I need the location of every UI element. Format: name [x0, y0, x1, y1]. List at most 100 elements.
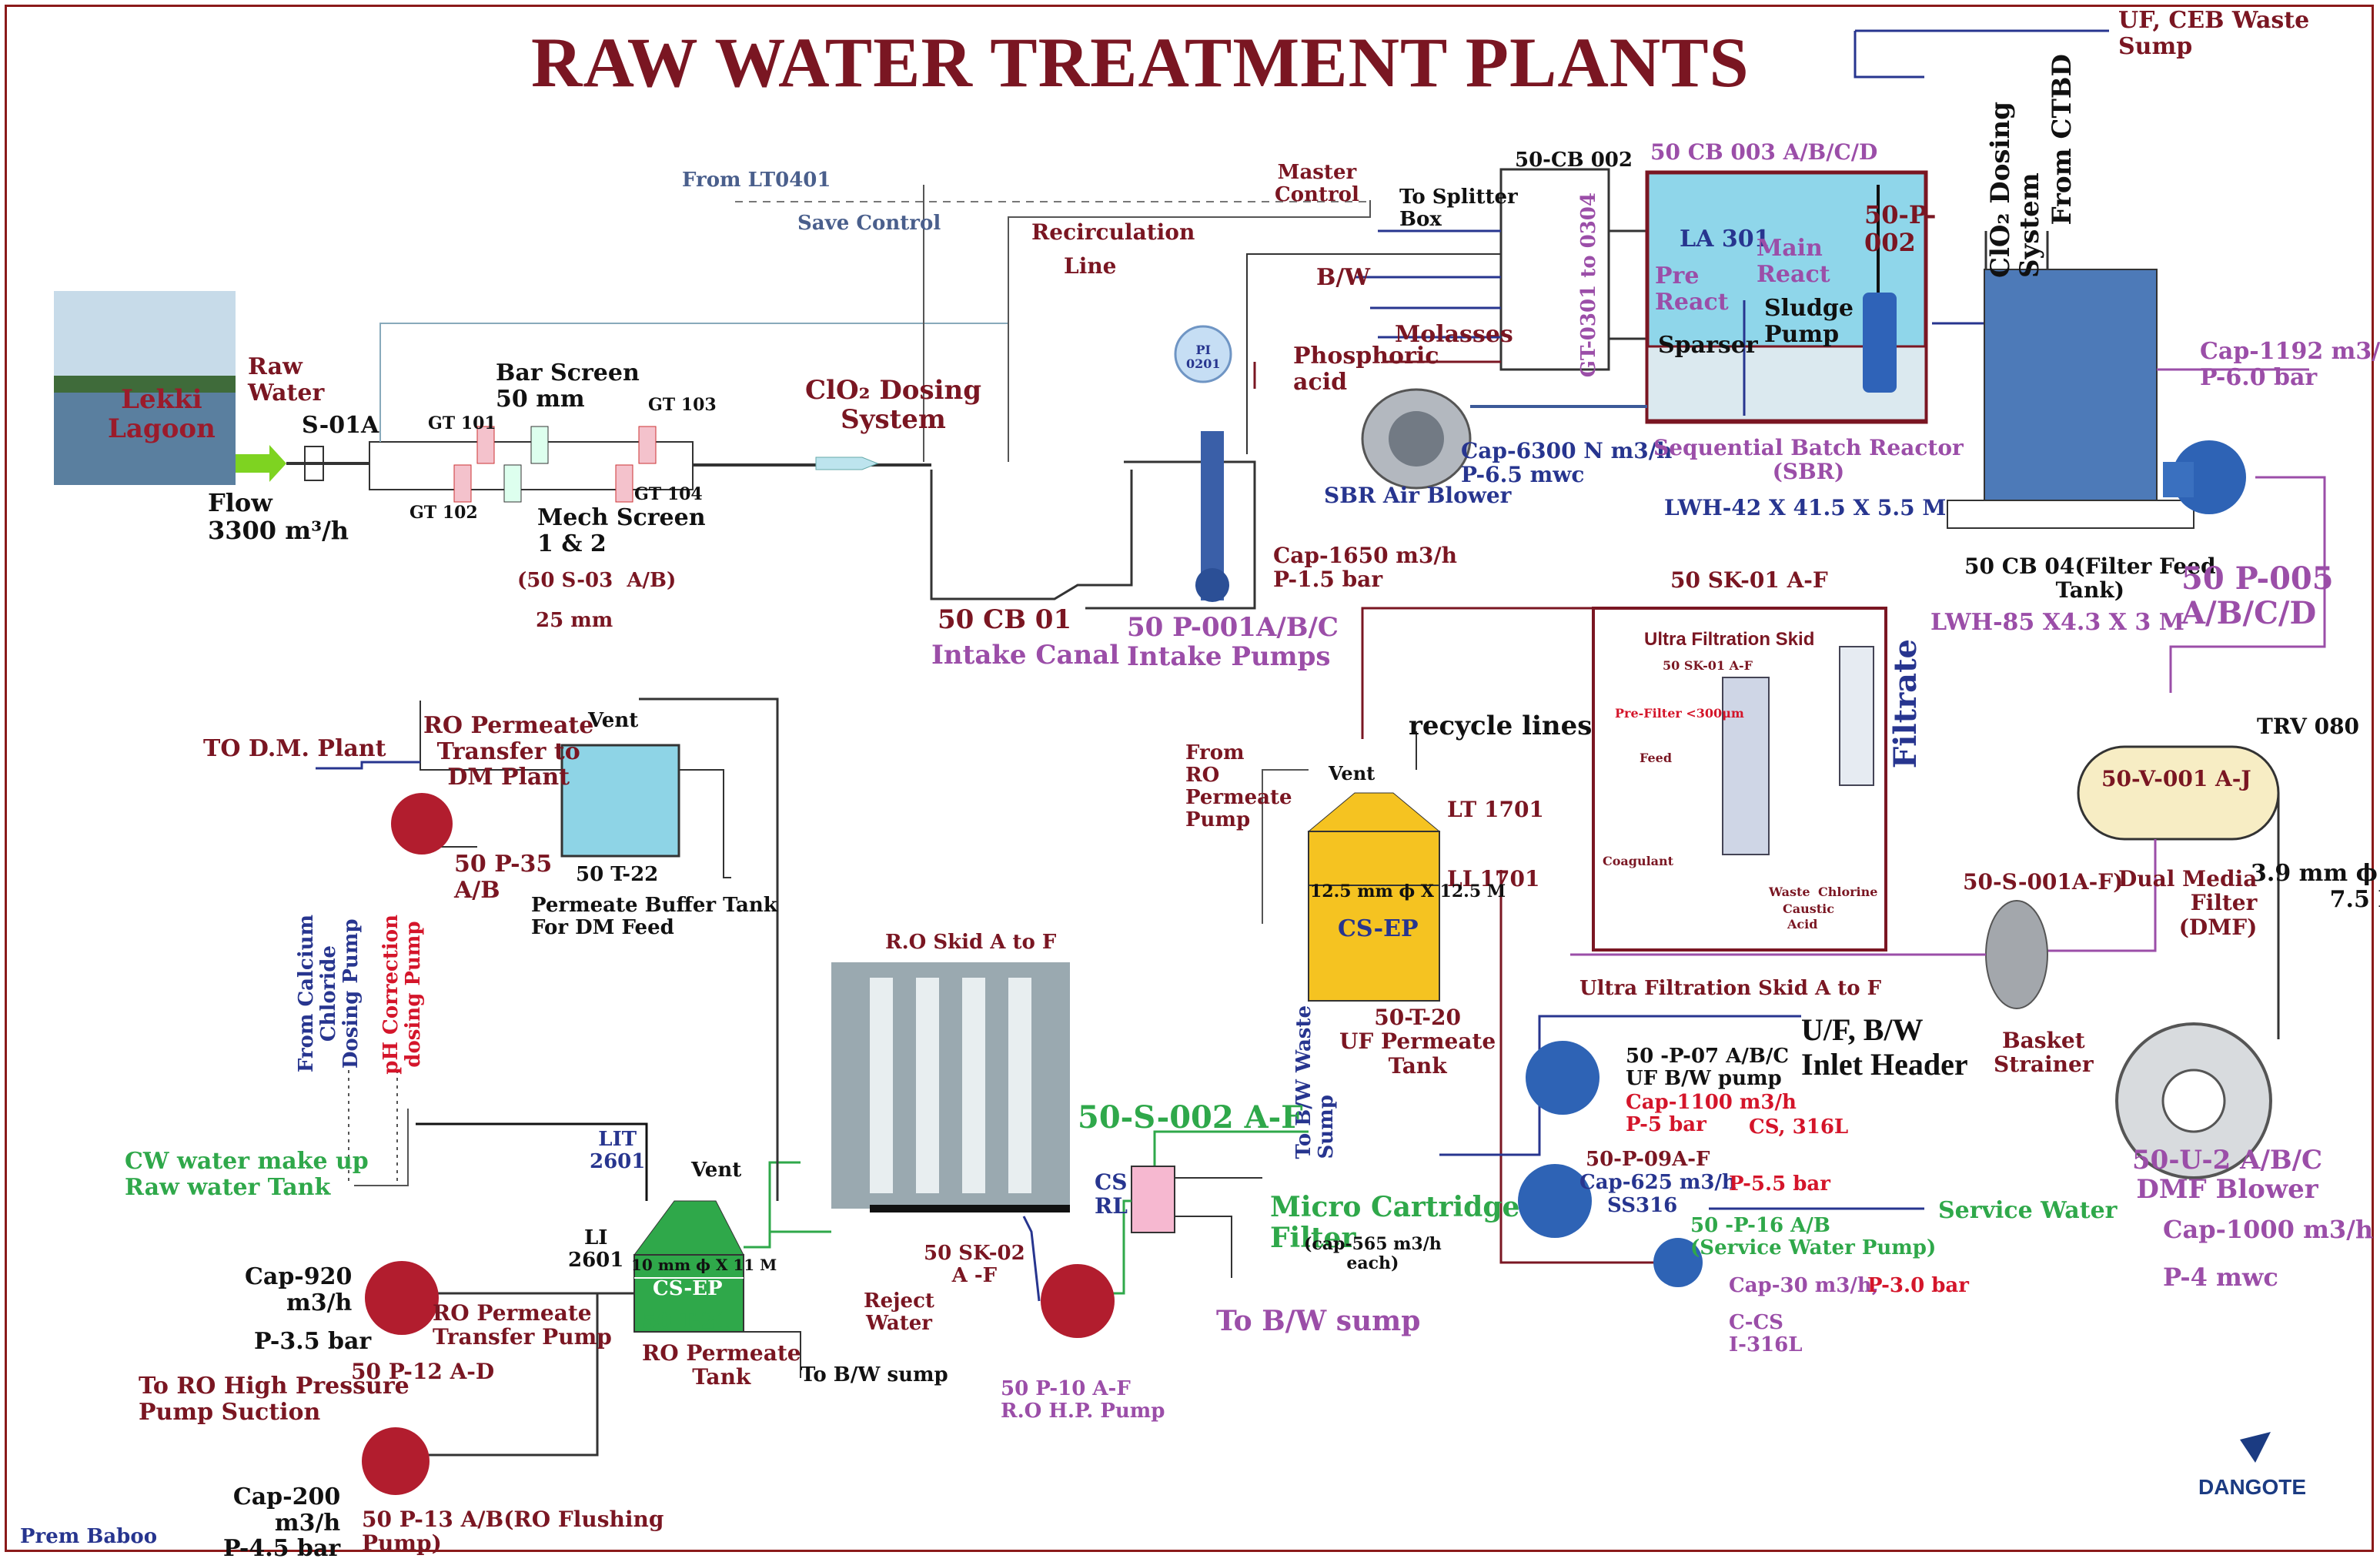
p07-cap-label: Cap-1100 m3/h P-5 bar: [1626, 1091, 1797, 1137]
intake-pump-tag-label: 50 P-001A/B/C: [1127, 612, 1339, 643]
gt0301-label: GT-0301 to 0304: [1577, 192, 1600, 378]
canal-tag-label: 50 CB 01: [938, 604, 1072, 635]
canal-label: Intake Canal: [931, 640, 1120, 671]
pump-50p16: [1653, 1238, 1703, 1287]
ro-cs-ep-label: CS-EP: [653, 1277, 723, 1300]
gt101-label: GT 101: [428, 413, 496, 433]
p09-mat-label: SS316: [1607, 1194, 1678, 1217]
dmf-blower-cap-label: Cap-1000 m3/h: [2163, 1215, 2374, 1244]
cb002-label: 50-CB 002: [1515, 149, 1633, 172]
p16-label: 50 -P-16 A/B (Service Water Pump): [1690, 1214, 1937, 1260]
bw-label: B/W: [1316, 264, 1371, 291]
waste-label: Waste: [1769, 885, 1810, 899]
p005-label: 50 P-005 A/B/C/D: [2181, 560, 2334, 631]
to-bw-sump-label: To B/W sump: [1216, 1305, 1421, 1337]
uf-cs-ep-label: CS-EP: [1338, 915, 1419, 942]
lagoon-label: Lekki Lagoon: [108, 384, 216, 445]
filter-feed-tank: [1984, 269, 2158, 501]
screen-tag-label: (50 S-03 A/B): [517, 569, 677, 592]
line-label: Line: [1064, 253, 1117, 279]
dmf-vessel-label: 50-V-001 A-J: [2101, 766, 2251, 791]
p12-pressure-label: P-3.5 bar: [254, 1328, 372, 1355]
master-control-label: Master Control: [1275, 161, 1359, 207]
p16-mat-label: C-CS I-316L: [1729, 1311, 1803, 1357]
author-label: Prem Baboo: [20, 1525, 158, 1548]
gt104-label: GT 104: [634, 484, 703, 504]
p16-pressure-label: P-3.0 bar: [1867, 1274, 1969, 1297]
cs-rl-label: CS RL: [1095, 1169, 1128, 1219]
calcium-chloride-label: From Calcium Chloride Dosing Pump: [295, 915, 363, 1073]
clo2-dosing-label: ClO₂ Dosing System: [805, 375, 982, 436]
uf-vent-label: Vent: [1329, 762, 1376, 784]
pump-50p07: [1526, 1041, 1599, 1115]
sludge-pump-label: Sludge Pump: [1764, 295, 1854, 348]
from-lt0401-label: From LT0401: [682, 169, 831, 192]
from-ro-permeate-label: From RO Permeate Pump: [1185, 741, 1292, 832]
pump-50p12: [365, 1261, 439, 1335]
micro-cartridge-label: Micro Cartridge Filter: [1270, 1191, 1520, 1255]
pump-50p35: [391, 793, 453, 855]
screen-size-label: 25 mm: [536, 609, 613, 632]
bar-screen-label: Bar Screen 50 mm: [496, 360, 640, 413]
dmf-vessel: [2077, 745, 2280, 841]
intake-canal: [930, 460, 1256, 610]
sbr-blower-label: SBR Air Blower: [1324, 483, 1512, 508]
p07-mat-label: CS, 316L: [1749, 1115, 1849, 1139]
p16-cap-label: Cap-30 m3/h,: [1729, 1274, 1879, 1297]
la301-label: LA 301: [1680, 226, 1770, 253]
dmf-label: Dual Media Filter (DMF): [2118, 866, 2258, 940]
dmf-dims-label: 3.9 mm ϕ X 7.5 M: [2251, 860, 2380, 913]
p09-pressure-label: P-5.5 bar: [1729, 1172, 1830, 1196]
cb003-label: 50 CB 003 A/B/C/D: [1650, 139, 1878, 165]
t21-label: 50 T-21: [642, 1308, 731, 1333]
splitter-box: [1499, 168, 1610, 371]
li1701-label: LI 1701: [1447, 866, 1540, 891]
t22-name-label: Permeate Buffer Tank For DM Feed: [531, 894, 777, 940]
t21-name-label: RO Permeate Tank: [642, 1340, 801, 1390]
pump-50p09: [1518, 1164, 1592, 1238]
uf-permeate-tank: [1308, 831, 1440, 1002]
filtrate-label: Filtrate: [1887, 639, 1924, 769]
ph-correction-label: pH Correction dosing Pump: [379, 915, 426, 1075]
s002-label: 50-S-002 A-F: [1078, 1099, 1303, 1136]
splitter-box-label: To Splitter Box: [1399, 186, 1518, 232]
p12-label: 50 P-12 A-D: [351, 1359, 495, 1384]
gt102-label: GT 102: [409, 503, 478, 523]
ro-tank-roof: [633, 1200, 744, 1256]
basket-strainer: [1985, 900, 2048, 1009]
p09-cap-label: Cap-625 m3/h: [1579, 1171, 1737, 1194]
flow-label: Flow 3300 m³/h: [208, 488, 349, 545]
page-title: RAW WATER TREATMENT PLANTS: [531, 23, 1750, 102]
lit2601-label: LIT 2601: [590, 1128, 646, 1174]
pi-gauge: [1174, 325, 1232, 383]
cb04-size-label: LWH-85 X4.3 X 3 M: [1930, 609, 2184, 636]
pre-react-label: Pre React: [1655, 263, 1729, 316]
mech-screen-label: Mech Screen 1 & 2: [537, 504, 706, 557]
bw-waste-sump-label: To B/W Waste Sump: [1292, 1005, 1339, 1159]
p10-label: 50 P-10 A-F R.O H.P. Pump: [1001, 1377, 1165, 1423]
p005-cap-label: Cap-1192 m3/h P-6.0 bar: [2200, 338, 2380, 391]
page-border: [5, 5, 2374, 1552]
intake-pump-cap-label: Cap-1650 m3/h P-1.5 bar: [1273, 543, 1457, 593]
ro-skid-label: R.O Skid A to F: [885, 931, 1057, 954]
sparser-label: Sparser: [1658, 332, 1758, 359]
ro-transfer-dm-label: RO Permeate Transfer to DM Plant: [423, 712, 594, 791]
sk02-label: 50 SK-02 A -F: [924, 1242, 1025, 1288]
molasses-label: Molasses: [1395, 321, 1513, 348]
caustic-label: Caustic: [1783, 901, 1834, 916]
service-water-label: Service Water: [1938, 1197, 2118, 1224]
pump-50p13: [362, 1427, 430, 1495]
t21-dim-label: 10 mm ϕ X 11 M: [631, 1256, 777, 1274]
recirc-line: [379, 323, 1008, 442]
s01a-label: S-01A: [302, 412, 379, 439]
flow-arrow: [236, 445, 286, 482]
coagulant-label: Coagulant: [1603, 854, 1674, 868]
raw-water-label: Raw Water: [248, 353, 325, 406]
ro-skid-photo: [831, 962, 1070, 1209]
pump-50p10: [1041, 1264, 1115, 1338]
lt1701-label: LT 1701: [1447, 797, 1544, 822]
ro-permeate-tank: [633, 1254, 744, 1333]
uf-tank-roof: [1307, 792, 1441, 832]
feed-label: Feed: [1640, 751, 1673, 765]
